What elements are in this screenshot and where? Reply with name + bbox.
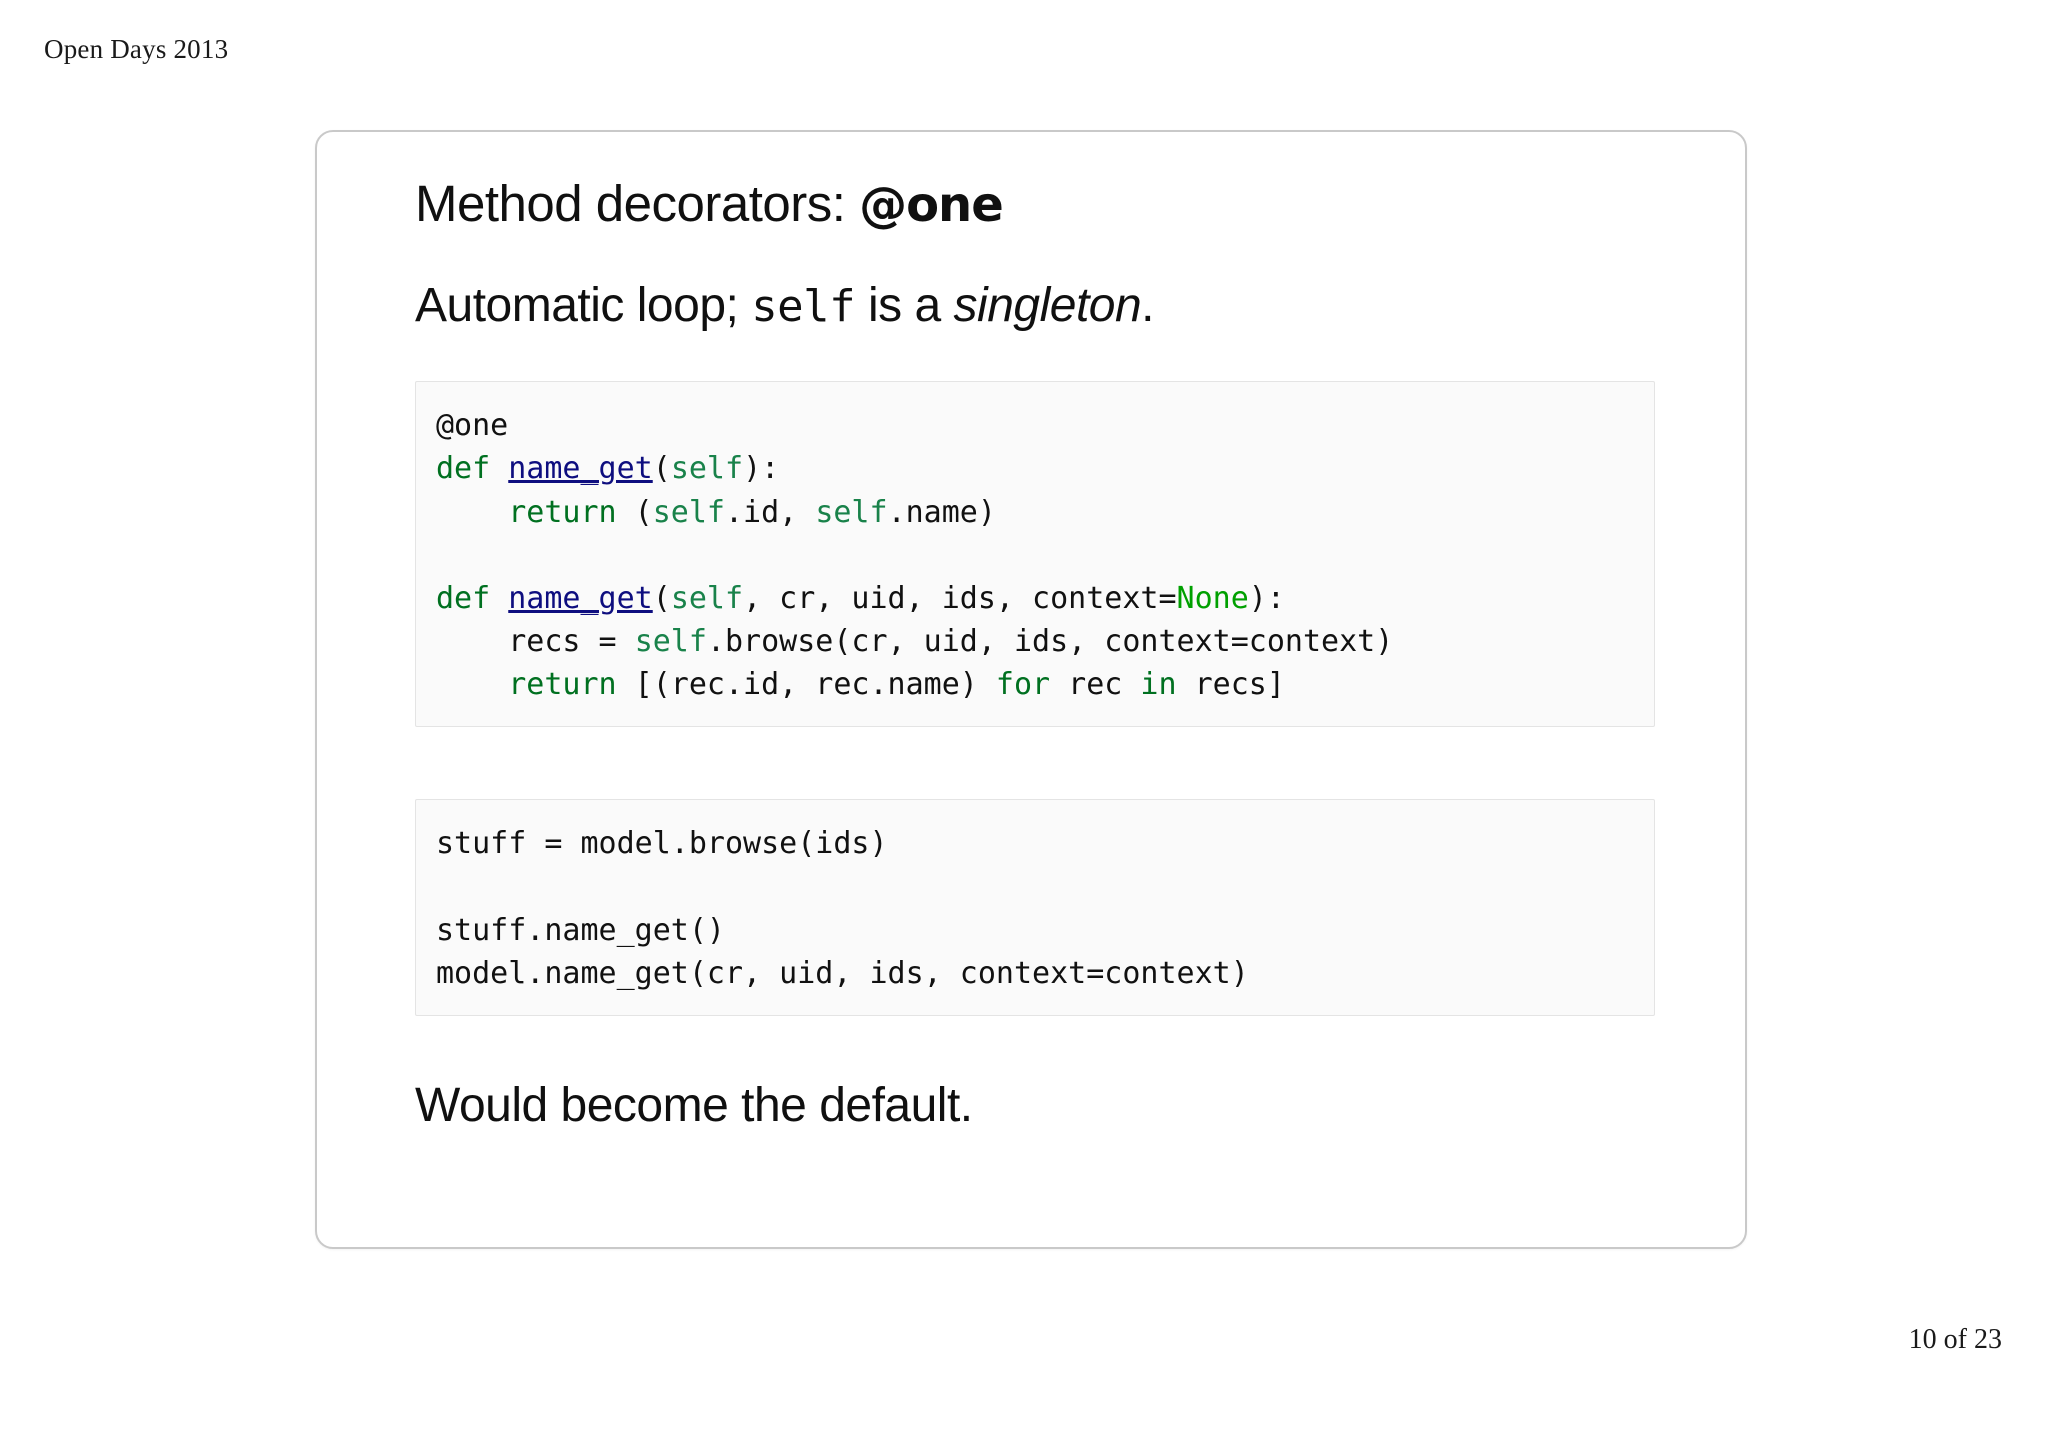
code-token-plain <box>436 667 508 702</box>
slide-closing-statement: Would become the default. <box>415 1079 973 1133</box>
code-line: return (self.id, self.name) <box>436 491 1634 534</box>
code-token-kw: for <box>995 667 1051 703</box>
code-token-plain: .name) <box>887 494 996 530</box>
code-token-fn: name_get <box>508 451 653 487</box>
slide-subtitle-emphasis: singleton <box>953 279 1142 333</box>
code-token-self: self <box>670 580 744 616</box>
code-line: model.name_get(cr, uid, ids, context=con… <box>436 952 1634 995</box>
code-line: stuff.name_get() <box>436 909 1634 952</box>
code-token-self: self <box>815 494 888 530</box>
code-token-plain: ( <box>652 580 671 616</box>
code-token-plain: ): <box>1248 580 1285 616</box>
code-token-plain: ( <box>616 494 653 530</box>
code-token-plain: rec <box>1050 667 1141 703</box>
code-line: @one <box>436 404 1634 447</box>
code-line: return [(rec.id, rec.name) for rec in re… <box>436 663 1634 706</box>
code-token-kw: def <box>436 580 509 616</box>
code-line: def name_get(self, cr, uid, ids, context… <box>436 577 1634 620</box>
code-token-plain: @one <box>436 408 509 444</box>
code-line: stuff = model.browse(ids) <box>436 822 1634 865</box>
code-token-plain: ( <box>652 451 671 487</box>
code-token-plain: recs = <box>436 624 635 660</box>
slide-content: Method decorators: @one Automatic loop; … <box>415 174 1685 1133</box>
document-header-title: Open Days 2013 <box>44 34 229 64</box>
code-token-plain <box>436 495 508 530</box>
slide-title: Method decorators: @one <box>415 174 1685 234</box>
code-line <box>436 866 1634 909</box>
code-token-const: None <box>1176 580 1249 616</box>
code-token-self: self <box>652 494 725 530</box>
slide-subtitle-part2: is a <box>855 279 954 333</box>
slide-subtitle: Automatic loop; self is a singleton. <box>415 278 1685 333</box>
code-token-plain: .id, <box>725 494 816 530</box>
slide-subtitle-part1: Automatic loop; <box>415 279 752 333</box>
code-block-call-sites: stuff = model.browse(ids) stuff.name_get… <box>415 799 1655 1017</box>
code-token-kw: return <box>508 494 617 530</box>
code-token-plain: ): <box>743 451 780 487</box>
code-line: def name_get(self): <box>436 447 1634 490</box>
code-token-self: self <box>670 451 744 487</box>
code-token-plain: stuff = model.browse(ids) <box>436 826 888 862</box>
code-token-plain: , cr, uid, ids, context= <box>743 580 1177 616</box>
code-token-kw: return <box>508 667 617 703</box>
code-line <box>436 534 1634 577</box>
slide-title-decorator: @one <box>859 177 1004 233</box>
code-token-plain: .browse(cr, uid, ids, context=context) <box>706 624 1394 660</box>
code-token-plain: recs] <box>1176 667 1285 703</box>
code-token-plain: model.name_get(cr, uid, ids, context=con… <box>436 956 1249 992</box>
slide-card: Method decorators: @one Automatic loop; … <box>315 130 1747 1249</box>
code-token-fn: name_get <box>508 580 653 616</box>
code-token-kw: in <box>1140 667 1177 703</box>
code-token-plain: [(rec.id, rec.name) <box>616 667 996 703</box>
slide-subtitle-part3: . <box>1141 279 1155 333</box>
code-token-self: self <box>634 624 707 660</box>
code-token-plain: stuff.name_get() <box>436 912 725 948</box>
slide-title-prefix: Method decorators: <box>415 175 860 232</box>
page-number: 10 of 23 <box>1908 1324 2002 1355</box>
code-line: recs = self.browse(cr, uid, ids, context… <box>436 620 1634 663</box>
code-token-kw: def <box>436 451 509 487</box>
slide-subtitle-code-self: self <box>751 281 856 333</box>
